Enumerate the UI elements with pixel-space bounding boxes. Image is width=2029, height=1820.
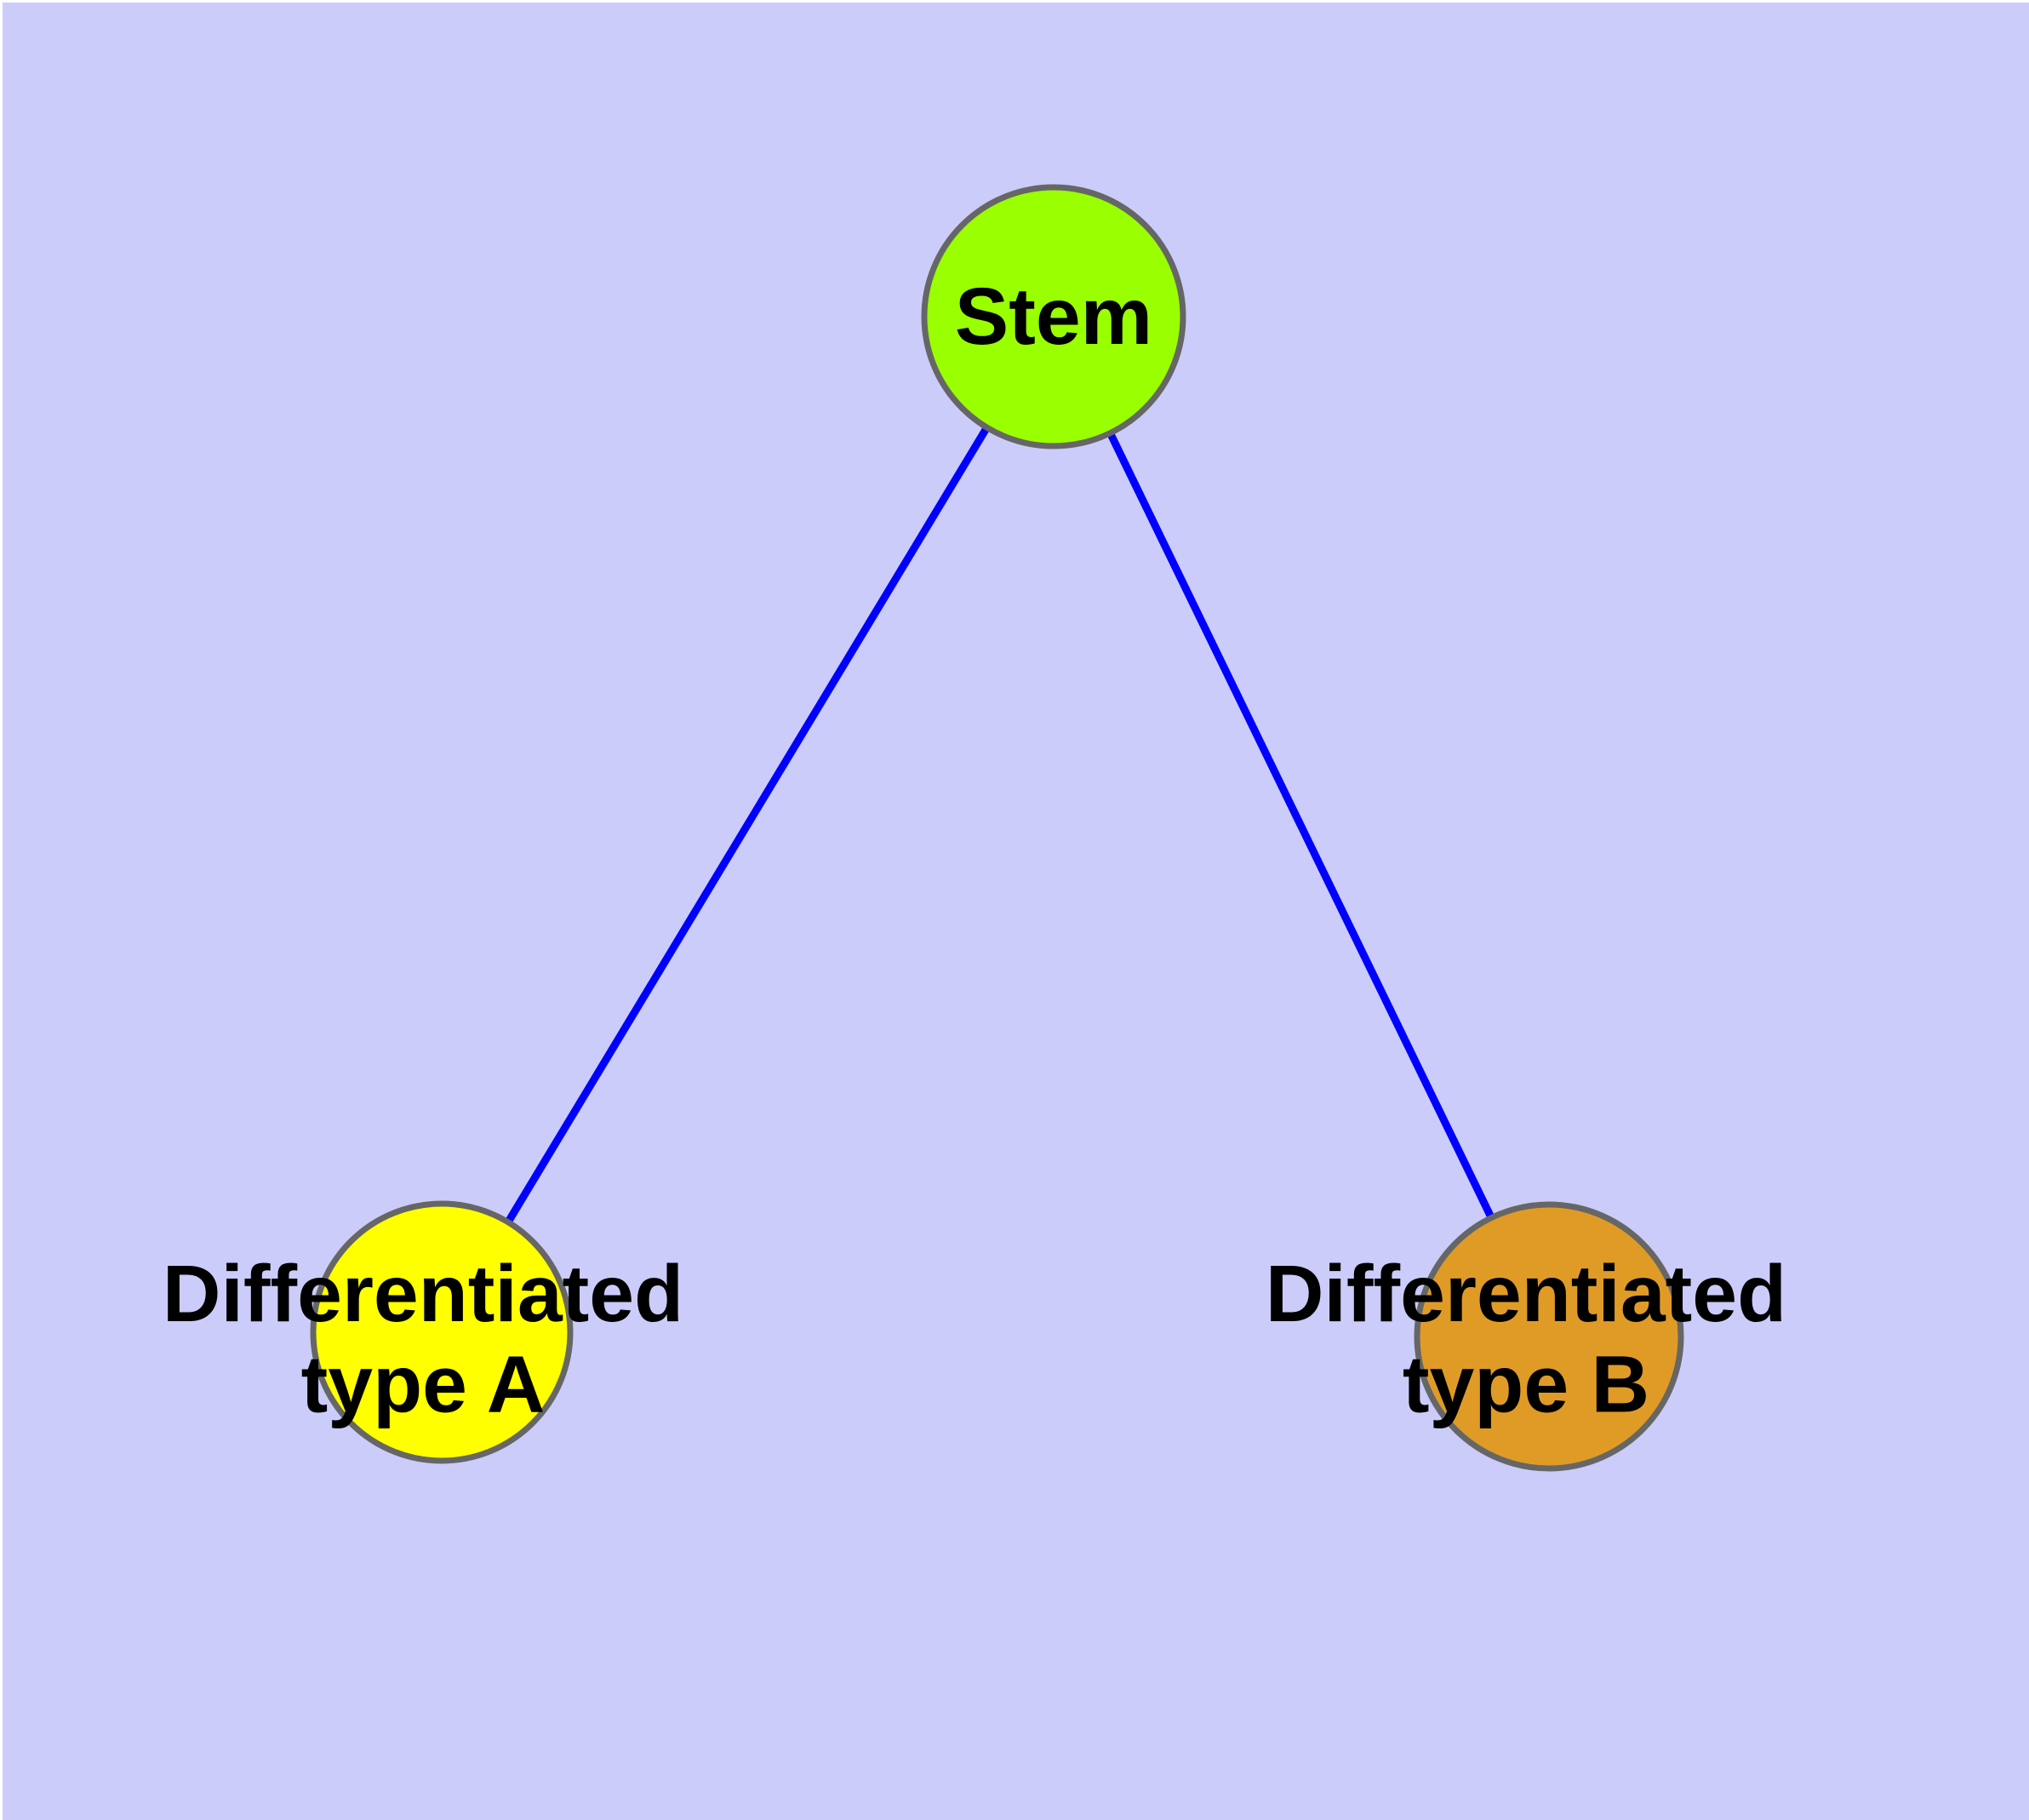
edge-stem-to-differentiated-type-b[interactable] (1106, 429, 1496, 1222)
node-label-line: type A (301, 1339, 546, 1429)
edges-layer (504, 424, 1496, 1226)
node-circle-differentiated-type-a[interactable] (310, 1200, 574, 1464)
node-label-line: Differentiated (1266, 1249, 1786, 1339)
node-label-line: Stem (955, 272, 1152, 362)
node-circle-differentiated-type-b[interactable] (1414, 1201, 1684, 1472)
edge-stem-to-differentiated-type-a[interactable] (504, 424, 992, 1226)
node-circle-stem[interactable] (921, 184, 1186, 449)
node-label-line: type B (1403, 1339, 1649, 1429)
node-stem[interactable]: Stem (921, 184, 1186, 449)
node-label-line: Differentiated (163, 1249, 683, 1339)
node-label-stem: Stem (955, 272, 1152, 362)
